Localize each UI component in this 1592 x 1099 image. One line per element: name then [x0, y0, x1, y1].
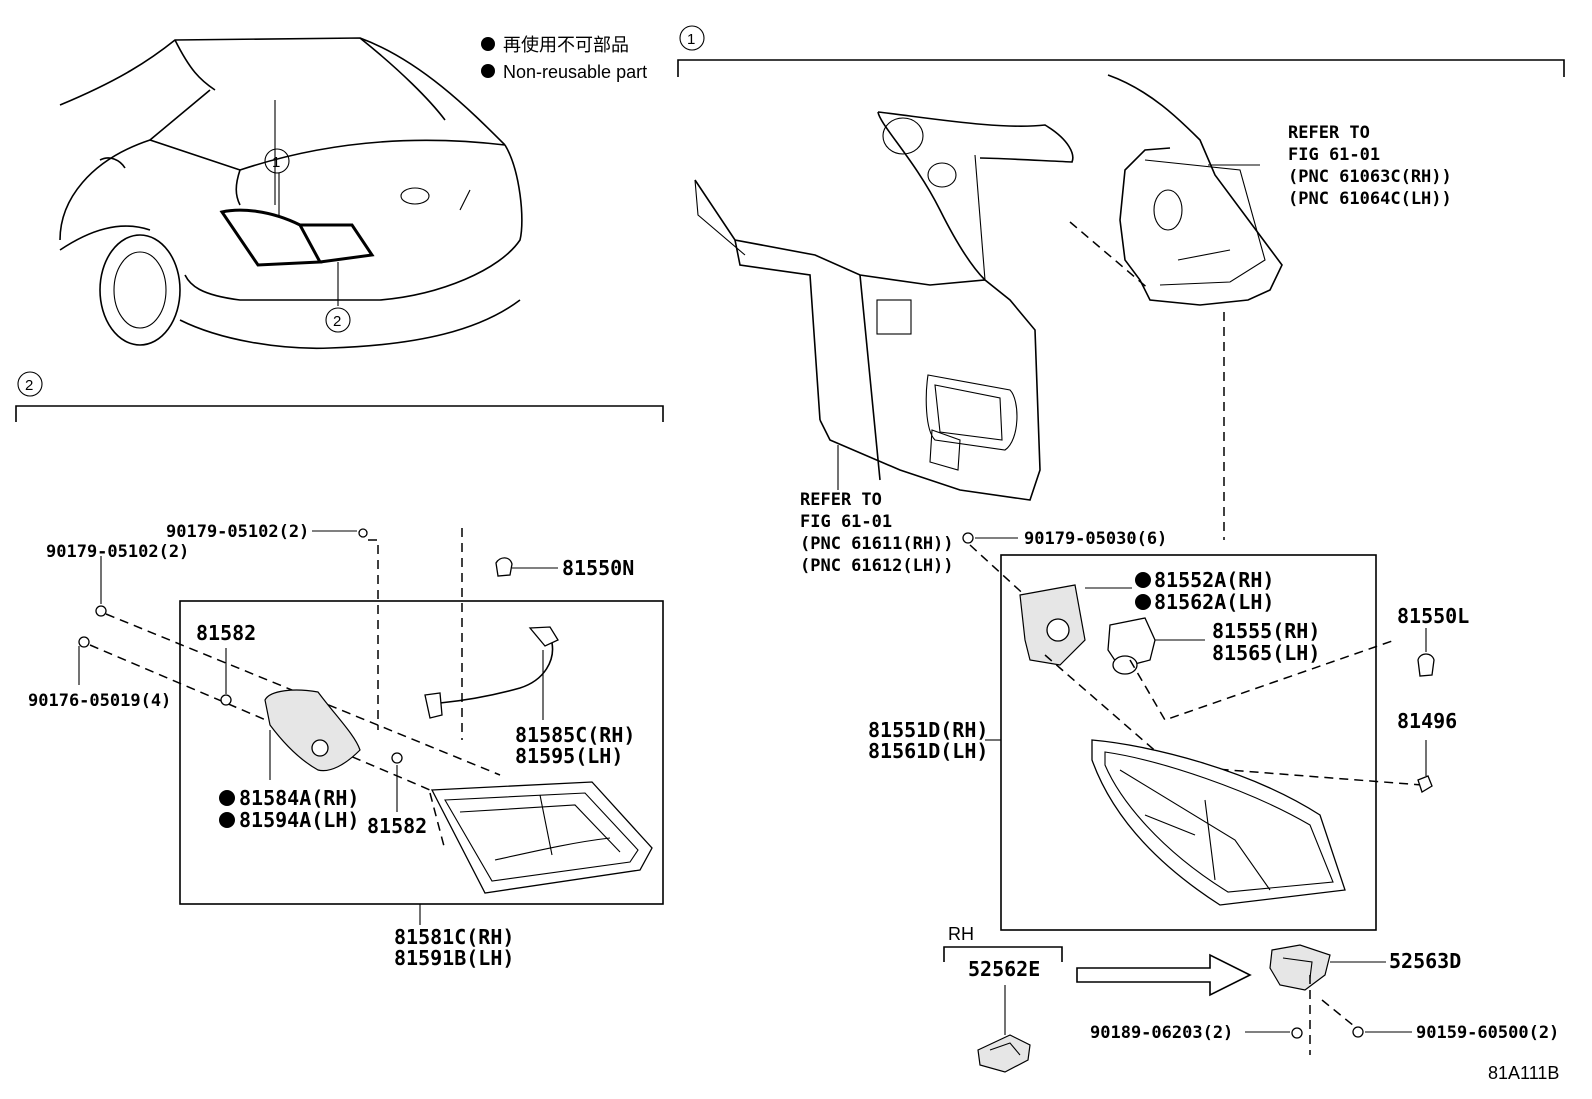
- label-90179-05102-left: 90179-05102(2): [46, 542, 189, 562]
- label-81562A: 81562A(LH): [1154, 590, 1274, 614]
- refer-lower-1: REFER TO: [800, 490, 882, 510]
- label-81550N: 81550N: [562, 556, 634, 580]
- callout-1-car: 1: [264, 148, 290, 174]
- inner-lamp-box: [179, 600, 664, 905]
- body-panel-drawing: [694, 111, 1074, 501]
- bracket-52563D-icon: [1269, 944, 1386, 991]
- arrow-right-icon: [1076, 953, 1252, 997]
- label-81594A: 81594A(LH): [239, 808, 359, 832]
- label-81552A: 81552A(RH): [1154, 568, 1274, 592]
- clip-81582-b-icon: [391, 752, 403, 764]
- label-81561D: 81561D(LH): [868, 739, 988, 763]
- non-reusable-bullet-icon: [219, 790, 235, 806]
- gasket-81552A-icon: [1019, 584, 1132, 666]
- label-81584A: 81584A(RH): [239, 786, 359, 810]
- dash-bolt-to-socket: [969, 544, 1031, 601]
- label-81585C: 81585C(RH): [515, 723, 635, 747]
- legend-en: Non-reusable part: [503, 62, 647, 82]
- left-labels: 90179-05102(2) 90179-05102(2) 90176-0501…: [28, 522, 635, 970]
- refer-upper-4: (PNC 61064C(LH)): [1288, 189, 1452, 209]
- refer-upper-1: REFER TO: [1288, 123, 1370, 143]
- label-rh: RH: [948, 924, 974, 944]
- label-81581C: 81581C(RH): [394, 925, 514, 949]
- label-52562E: 52562E: [968, 957, 1040, 981]
- inner-lamp-lens-icon: [430, 781, 653, 894]
- upper-bracket-drawing: [1069, 74, 1283, 306]
- right-labels: REFER TO FIG 61-01 (PNC 61063C(RH)) (PNC…: [800, 123, 1559, 1083]
- figure-code: 81A111B: [1488, 1063, 1559, 1083]
- refer-lower-3: (PNC 61611(RH)): [800, 534, 954, 554]
- callout-1-label: 1: [272, 154, 280, 171]
- label-90179-05030: 90179-05030(6): [1024, 529, 1167, 549]
- label-90159-60500: 90159-60500(2): [1416, 1023, 1559, 1043]
- label-81582-b: 81582: [367, 814, 427, 838]
- bulb-81550N-icon: [495, 557, 558, 577]
- label-81565: 81565(LH): [1212, 641, 1320, 665]
- rh-bracket-group: [943, 944, 1412, 1073]
- car-overview-drawing: [59, 37, 523, 350]
- refer-lower-4: (PNC 61612(LH)): [800, 556, 954, 576]
- non-reusable-bullet-icon: [481, 64, 495, 78]
- label-52563D: 52563D: [1389, 949, 1461, 973]
- label-81551D: 81551D(RH): [868, 718, 988, 742]
- non-reusable-bullet-icon: [219, 812, 235, 828]
- bulb-81550L-icon: [1417, 628, 1435, 677]
- clip-81582-a-icon: [220, 694, 232, 706]
- refer-upper-3: (PNC 61063C(RH)): [1288, 167, 1452, 187]
- bolt-icon: [78, 528, 368, 648]
- section-1-label: 1: [687, 31, 695, 48]
- section-2-bracket: 2: [15, 371, 664, 422]
- socket-wire-81585C-icon: [424, 626, 559, 720]
- refer-lower-2: FIG 61-01: [800, 512, 892, 532]
- refer-upper-2: FIG 61-01: [1288, 145, 1380, 165]
- label-81582-a: 81582: [196, 621, 256, 645]
- clip-81496-icon: [1417, 740, 1433, 793]
- non-reusable-bullet-icon: [1135, 594, 1151, 610]
- outer-lamp-assembly: [985, 554, 1423, 931]
- callout-2-car: 2: [325, 307, 351, 333]
- legend-jp: 再使用不可部品: [503, 35, 629, 55]
- outer-lamp-box: [1000, 554, 1377, 931]
- bolt-icon: [962, 532, 974, 544]
- non-reusable-bullet-icon: [481, 37, 495, 51]
- label-81595: 81595(LH): [515, 744, 623, 768]
- label-90189-06203: 90189-06203(2): [1090, 1023, 1233, 1043]
- socket-81555-icon: [1107, 617, 1205, 675]
- label-81550L: 81550L: [1397, 604, 1469, 628]
- bracket-52562E-icon: [977, 985, 1031, 1073]
- label-90176-05019: 90176-05019(4): [28, 691, 171, 711]
- inner-lamp-assembly: [78, 528, 664, 925]
- label-90179-05102-top: 90179-05102(2): [166, 522, 309, 542]
- label-81555: 81555(RH): [1212, 619, 1320, 643]
- gasket-81584A-icon: [264, 689, 361, 780]
- bolt-icon: [1352, 1026, 1364, 1038]
- non-reusable-bullet-icon: [1135, 572, 1151, 588]
- label-81591B: 81591B(LH): [394, 946, 514, 970]
- label-81496: 81496: [1397, 709, 1457, 733]
- section-1-bracket: 1: [677, 25, 1565, 77]
- callout-2-label: 2: [333, 313, 341, 330]
- section-2-label: 2: [25, 377, 33, 394]
- legend: 再使用不可部品 Non-reusable part: [481, 35, 647, 82]
- bolt-icon: [1291, 1027, 1303, 1039]
- outer-lamp-lens-icon: [1091, 739, 1346, 906]
